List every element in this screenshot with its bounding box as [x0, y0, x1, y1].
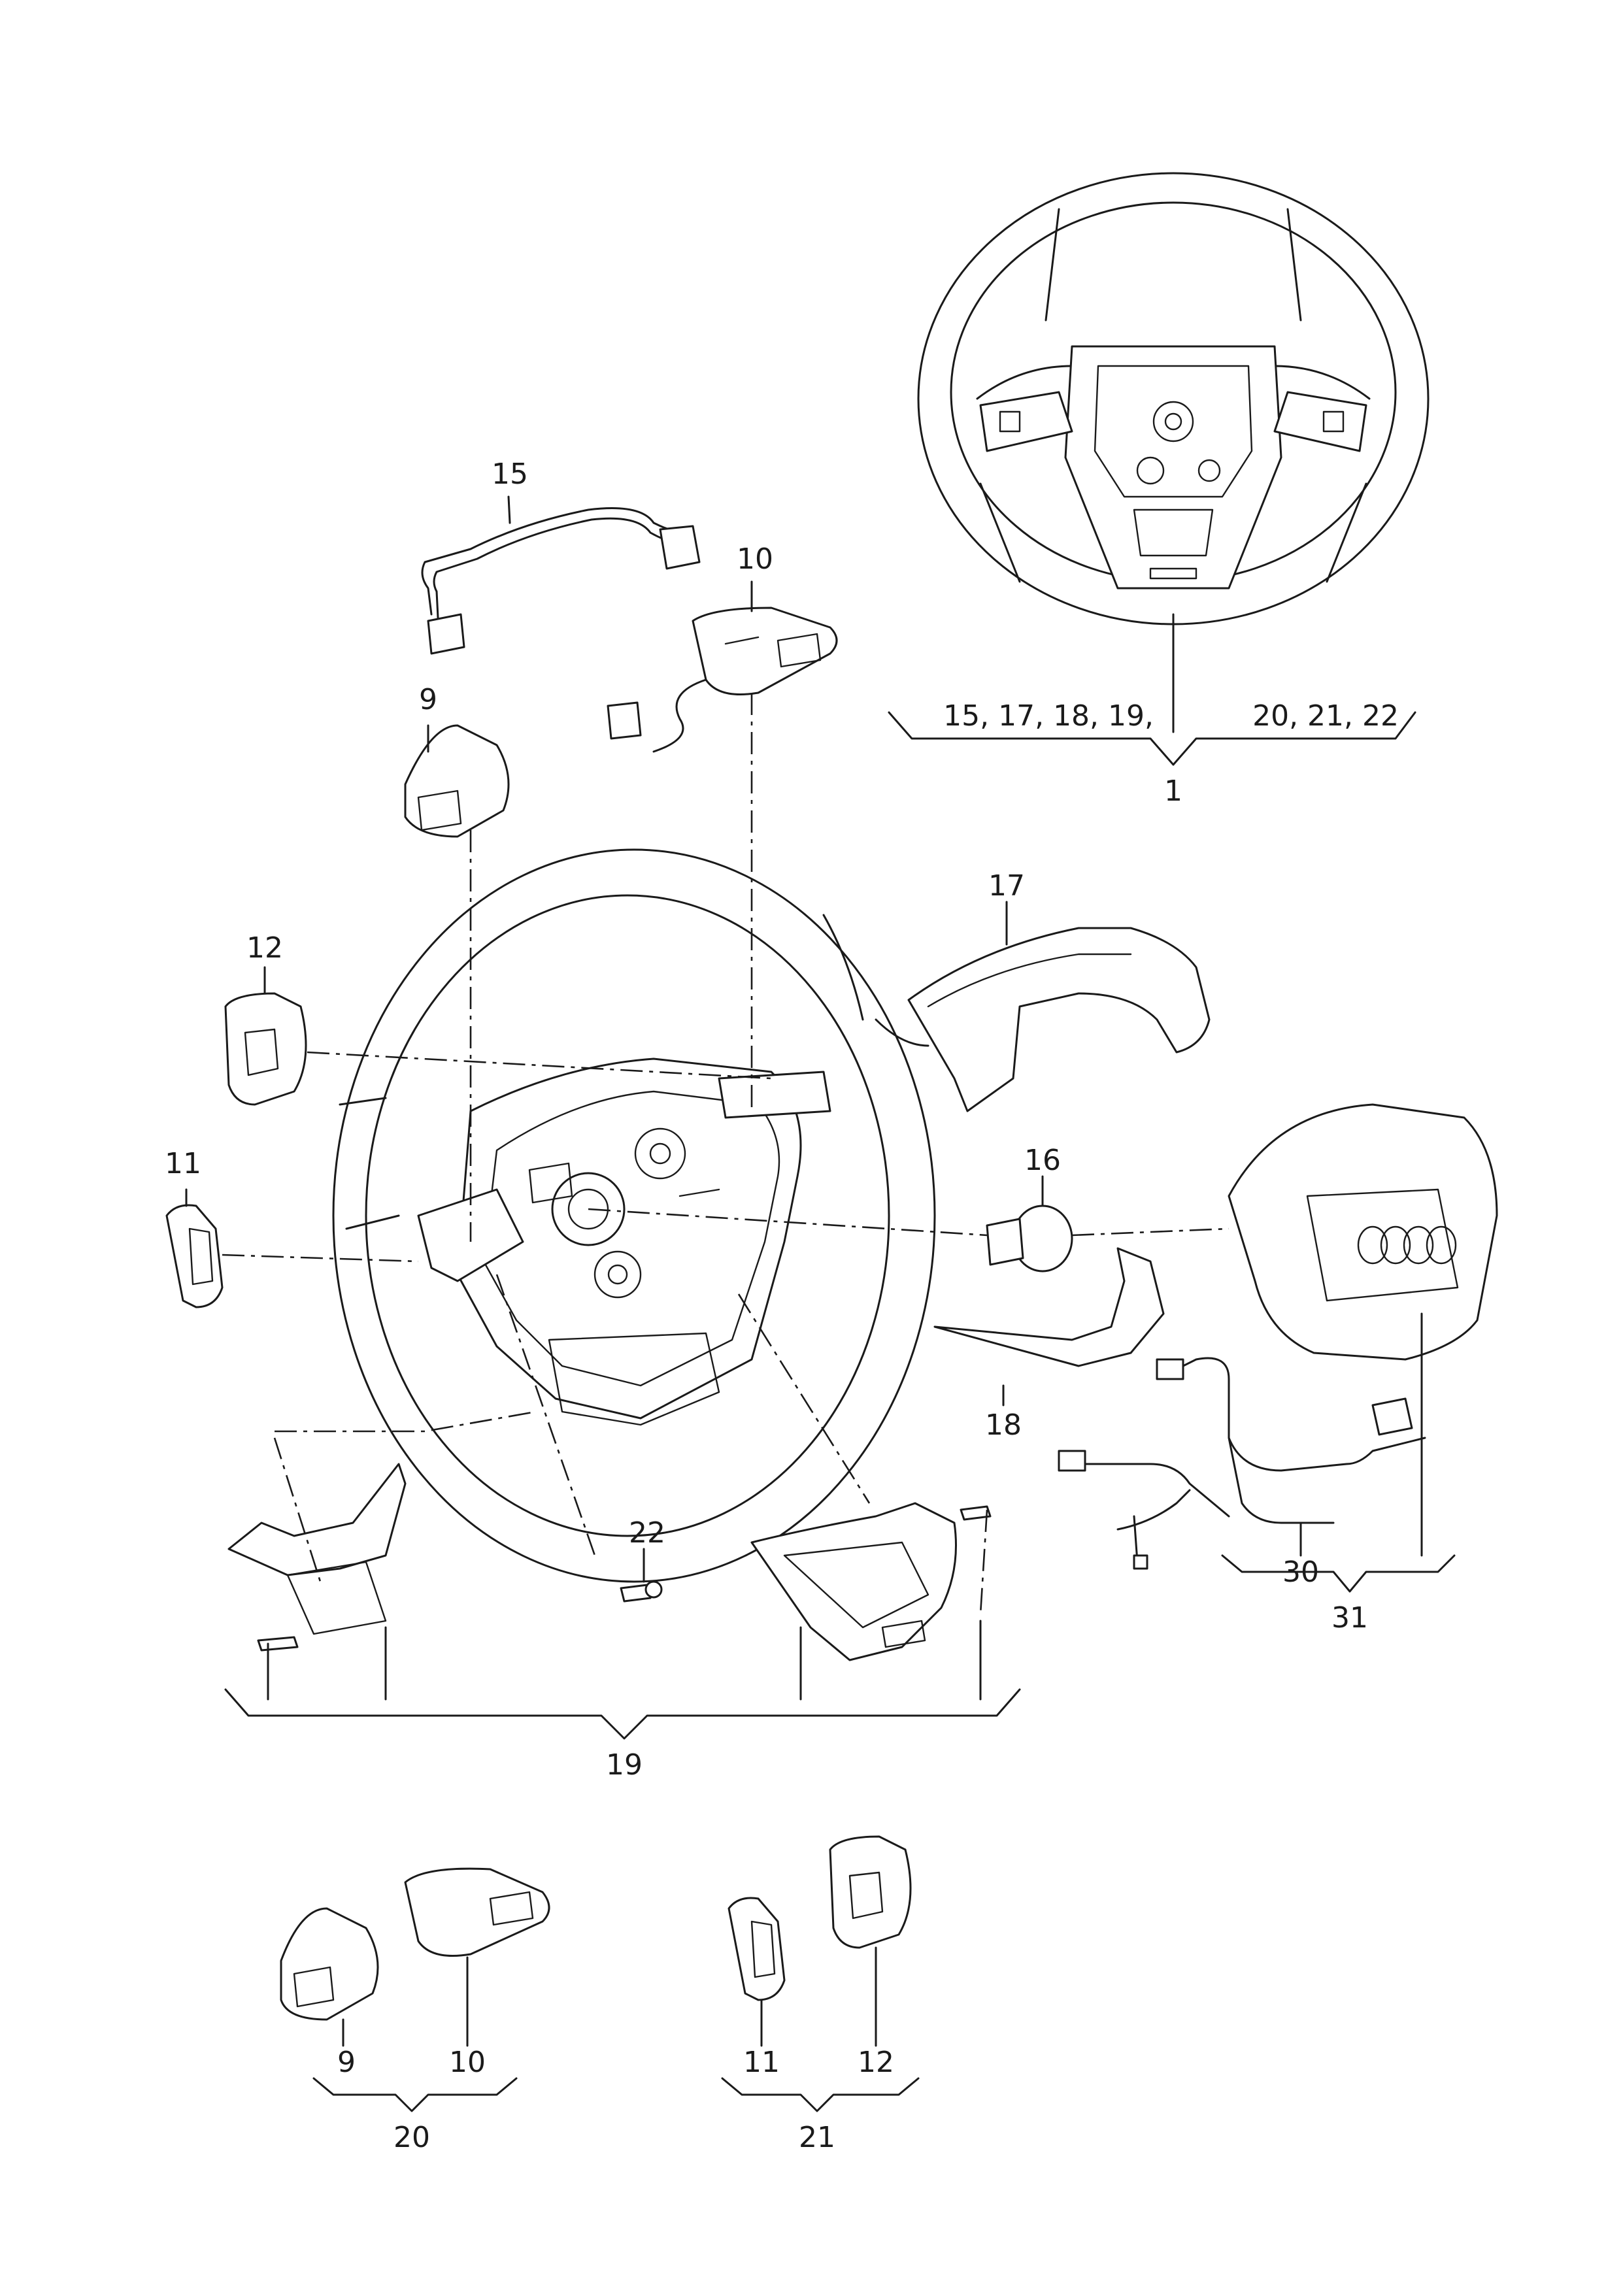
- part-30-airbag-harness: [1058, 1357, 1426, 1570]
- label-9-bottom: 9: [337, 2046, 356, 2079]
- label-17: 17: [988, 869, 1025, 903]
- part-9-switch-module: [404, 724, 510, 838]
- part-17-trim-cover: [907, 901, 1211, 1112]
- label-21: 21: [799, 2121, 835, 2154]
- part-16-nut: [986, 1175, 1073, 1273]
- label-18: 18: [985, 1408, 1022, 1442]
- bracket-group-20: [312, 2077, 518, 2112]
- label-16: 16: [1024, 1144, 1061, 1177]
- label-20: 20: [393, 2121, 430, 2154]
- part-10-bottom: [404, 1867, 550, 2047]
- label-22: 22: [629, 1516, 665, 1550]
- label-12-bottom: 12: [858, 2046, 894, 2079]
- label-12: 12: [246, 931, 283, 965]
- label-31: 31: [1331, 1601, 1368, 1635]
- label-10: 10: [737, 542, 773, 576]
- bracket-group-31: [1221, 1312, 1456, 1593]
- part-9-bottom: [280, 1907, 379, 2047]
- label-group1-right: 20, 21, 22: [1252, 699, 1399, 733]
- label-15: 15: [492, 458, 528, 491]
- part-12-switch: [224, 966, 307, 1106]
- part-15-wiring-harness: [421, 495, 701, 655]
- airbag-module: [1228, 1103, 1498, 1361]
- label-30: 30: [1282, 1556, 1319, 1589]
- label-9: 9: [419, 683, 437, 716]
- part-10-switch-module: [607, 580, 838, 753]
- part-12-bottom: [829, 1835, 912, 2047]
- part-11-switch: [165, 1188, 224, 1308]
- part-19-lower-covers: [227, 1463, 992, 1661]
- bracket-group-1: [888, 711, 1416, 766]
- bracket-group-19: [224, 1620, 1021, 1740]
- label-11-bottom: 11: [743, 2046, 780, 2079]
- construction-lines: [222, 693, 1230, 1615]
- label-11: 11: [165, 1147, 201, 1180]
- label-1: 1: [1164, 774, 1182, 808]
- steering-wheel-main: [332, 848, 936, 1583]
- part-11-bottom: [728, 1897, 786, 2047]
- bracket-group-21: [721, 2077, 920, 2112]
- label-10-bottom: 10: [449, 2046, 486, 2079]
- part-22-screw: [620, 1548, 663, 1603]
- steering-wheel-assembly-1: [917, 172, 1430, 733]
- label-group1-left: 15, 17, 18, 19,: [943, 699, 1154, 733]
- part-18-lower-trim: [933, 1247, 1165, 1406]
- label-19: 19: [606, 1748, 643, 1782]
